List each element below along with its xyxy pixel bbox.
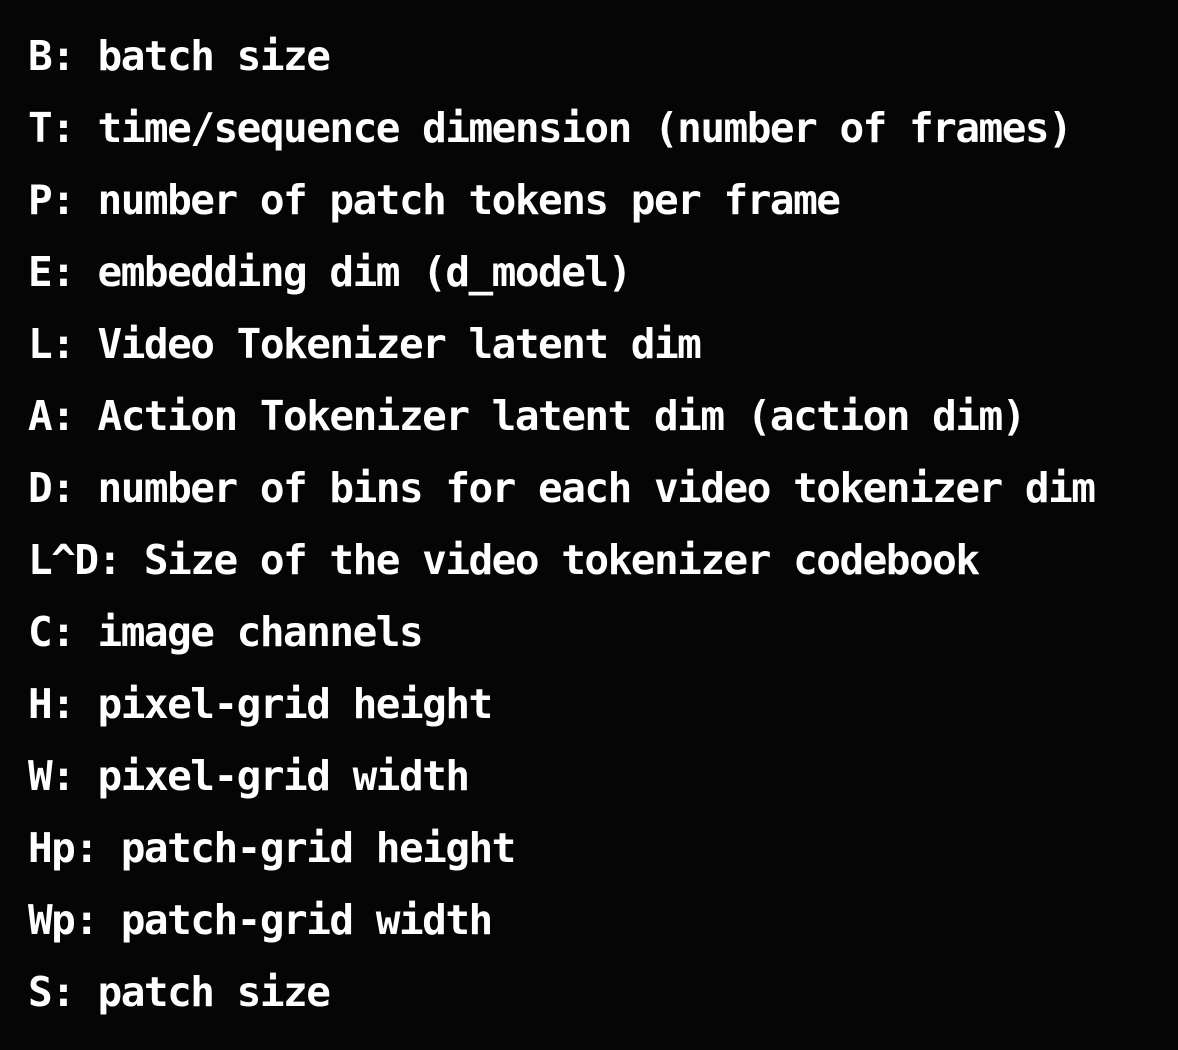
- legend-item-bins: D: number of bins for each video tokeniz…: [28, 464, 1096, 512]
- legend-item-action-latent-dim: A: Action Tokenizer latent dim (action d…: [28, 392, 1026, 440]
- legend-item-patch-height: Hp: patch-grid height: [28, 824, 516, 872]
- legend-item-patch-tokens: P: number of patch tokens per frame: [28, 176, 841, 224]
- legend-item-patch-width: Wp: patch-grid width: [28, 896, 493, 944]
- legend-item-patch-size: S: patch size: [28, 968, 331, 1016]
- dimension-legend: B: batch size T: time/sequence dimension…: [28, 26, 1168, 1034]
- legend-item-codebook-size: L^D: Size of the video tokenizer codeboo…: [28, 536, 980, 584]
- legend-item-embedding-dim: E: embedding dim (d_model): [28, 248, 632, 296]
- legend-item-image-channels: C: image channels: [28, 608, 424, 656]
- legend-item-video-latent-dim: L: Video Tokenizer latent dim: [28, 320, 702, 368]
- legend-item-batch-size: B: batch size: [28, 32, 331, 80]
- legend-item-pixel-height: H: pixel-grid height: [28, 680, 493, 728]
- legend-item-time-dimension: T: time/sequence dimension (number of fr…: [28, 104, 1073, 152]
- legend-item-pixel-width: W: pixel-grid width: [28, 752, 470, 800]
